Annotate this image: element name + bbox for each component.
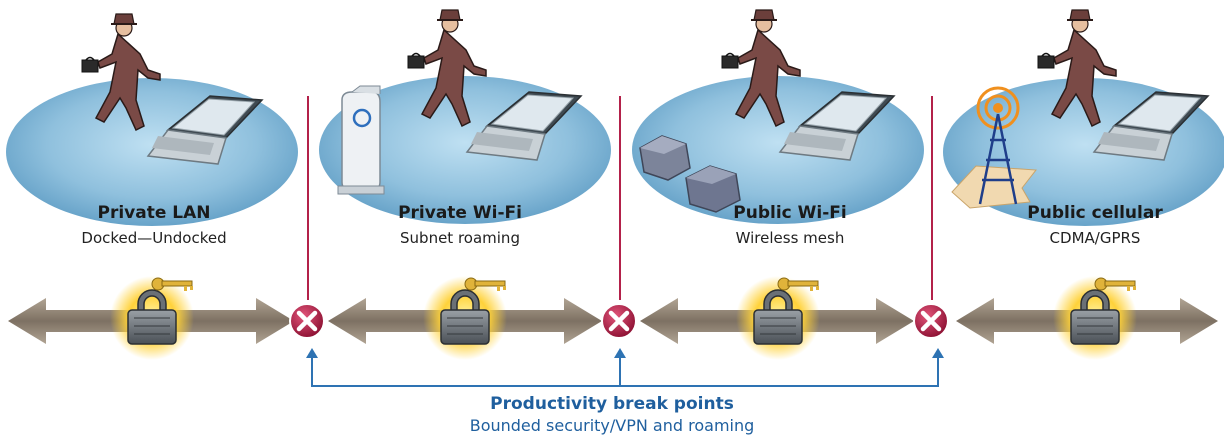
- cell-tower-icon: [951, 86, 1037, 209]
- padlock-icon: [422, 275, 508, 361]
- break-point-icon: [602, 304, 636, 338]
- padlock-icon: [735, 275, 821, 361]
- break-points-bracket: [311, 356, 939, 387]
- zone-title-public-cellular: Public cellular: [1027, 203, 1163, 223]
- break-point-icon: [290, 304, 324, 338]
- zone-subtitle-public-wifi: Wireless mesh: [735, 229, 845, 247]
- break-point-icon: [914, 304, 948, 338]
- bracket-arrowhead: [932, 348, 944, 358]
- caption-title: Productivity break points: [490, 394, 734, 414]
- zone-title-private-wifi: Private Wi-Fi: [398, 203, 522, 223]
- bracket-arrowhead: [614, 348, 626, 358]
- zone-subtitle-private-wifi: Subnet roaming: [400, 229, 520, 247]
- bracket-arrowhead: [306, 348, 318, 358]
- wifi-access-point-icon: [337, 85, 385, 195]
- caption-subtitle: Bounded security/VPN and roaming: [469, 416, 755, 435]
- zone-subtitle-public-cellular: CDMA/GPRS: [1049, 229, 1141, 247]
- padlock-icon: [1052, 275, 1138, 361]
- zone-subtitle-private-lan: Docked—Undocked: [81, 229, 227, 247]
- zone-title-private-lan: Private LAN: [97, 203, 211, 223]
- mesh-node-icon: [639, 135, 741, 213]
- zone-title-public-wifi: Public Wi-Fi: [733, 203, 847, 223]
- padlock-icon: [109, 275, 195, 361]
